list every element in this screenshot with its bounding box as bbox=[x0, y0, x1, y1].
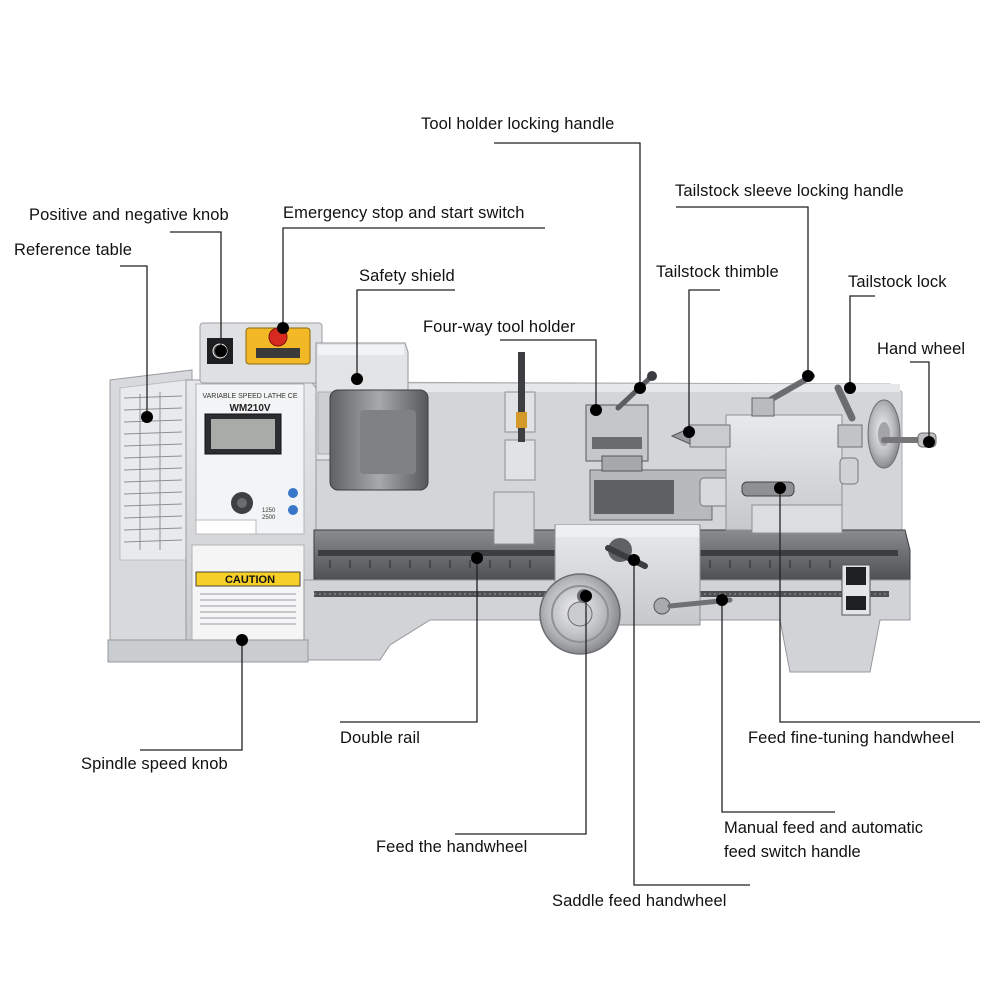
dot-spindle-speed-knob bbox=[236, 634, 248, 646]
leader-spindle-speed-knob bbox=[140, 640, 243, 751]
label-saddle-feed-handwheel: Saddle feed handwheel bbox=[552, 892, 727, 910]
dot-reference-table bbox=[141, 411, 153, 423]
knob-scale-max: 2500 bbox=[262, 515, 276, 521]
marker-dots bbox=[141, 322, 935, 646]
leader-feed-the-handwheel bbox=[455, 596, 587, 835]
lead-screw-bracket bbox=[841, 564, 871, 616]
label-emergency-stop-start-switch: Emergency stop and start switch bbox=[283, 204, 525, 222]
lathe-base bbox=[107, 579, 911, 673]
leader-tool-holder-locking-handle bbox=[494, 142, 641, 388]
leader-reference-table bbox=[120, 265, 148, 417]
tailstock bbox=[670, 414, 863, 534]
leader-saddle-feed-handwheel bbox=[633, 560, 750, 886]
label-manual-feed-switch-handle: Manual feed and automatic feed switch ha… bbox=[724, 816, 923, 864]
chuck bbox=[329, 389, 429, 491]
label-four-way-tool-holder: Four-way tool holder bbox=[423, 318, 576, 336]
leader-emergency-stop bbox=[282, 227, 545, 328]
tool-holder-locking-handle[interactable] bbox=[615, 371, 657, 411]
label-reference-table: Reference table bbox=[14, 241, 132, 259]
dot-safety-shield bbox=[351, 373, 363, 385]
label-safety-shield: Safety shield bbox=[359, 267, 455, 285]
label-tailstock-lock: Tailstock lock bbox=[848, 273, 947, 291]
model-label: WM210V bbox=[229, 403, 270, 414]
label-double-rail: Double rail bbox=[340, 729, 420, 747]
dot-tool-holder-locking-handle bbox=[634, 382, 646, 394]
tailstock-lock-lever[interactable] bbox=[834, 384, 856, 422]
dot-double-rail bbox=[471, 552, 483, 564]
dot-emergency-stop bbox=[277, 322, 289, 334]
caution-text: CAUTION bbox=[225, 574, 275, 586]
label-tailstock-sleeve-locking-handle: Tailstock sleeve locking handle bbox=[675, 182, 904, 200]
label-hand-wheel: Hand wheel bbox=[877, 340, 966, 358]
leader-positive-negative-knob bbox=[170, 231, 222, 351]
dot-tailstock-lock bbox=[844, 382, 856, 394]
leader-four-way-tool-holder bbox=[500, 339, 597, 410]
label-feed-fine-tuning-handwheel: Feed fine-tuning handwheel bbox=[748, 729, 955, 747]
label-tailstock-thimble: Tailstock thimble bbox=[656, 263, 779, 281]
dot-tailstock-sleeve bbox=[802, 370, 814, 382]
label-positive-negative-knob: Positive and negative knob bbox=[29, 206, 229, 224]
reference-table bbox=[109, 369, 193, 651]
leader-hand-wheel bbox=[910, 361, 930, 442]
dot-feed-fine-tuning bbox=[774, 482, 786, 494]
leader-double-rail bbox=[340, 558, 478, 723]
dot-tailstock-thimble bbox=[683, 426, 695, 438]
leader-tailstock-thimble bbox=[688, 289, 720, 432]
label-feed-the-handwheel: Feed the handwheel bbox=[376, 838, 528, 856]
leader-manual-feed bbox=[721, 600, 835, 813]
fine-tuning-handwheel-part[interactable] bbox=[741, 481, 795, 497]
dot-four-way-tool-holder bbox=[590, 404, 602, 416]
leader-lines bbox=[120, 142, 980, 886]
four-way-tool-holder bbox=[585, 404, 649, 472]
knob-scale-high: 1250 bbox=[262, 508, 276, 514]
dot-feed-the-handwheel bbox=[580, 590, 592, 602]
caution-plate: CAUTION bbox=[191, 544, 305, 656]
leader-tailstock-lock bbox=[849, 295, 875, 388]
dot-positive-negative-knob bbox=[215, 345, 227, 357]
steady-rest bbox=[493, 352, 536, 545]
label-manual-feed-line2: feed switch handle bbox=[724, 843, 861, 861]
label-manual-feed-line1: Manual feed and automatic bbox=[724, 819, 924, 837]
emergency-stop-switch[interactable] bbox=[245, 327, 311, 365]
label-spindle-speed-knob: Spindle speed knob bbox=[81, 755, 228, 773]
label-tool-holder-locking-handle: Tool holder locking handle bbox=[421, 115, 615, 133]
leader-feed-fine-tuning bbox=[779, 488, 980, 723]
dot-saddle-feed-handwheel bbox=[628, 554, 640, 566]
leader-safety-shield bbox=[356, 289, 455, 379]
dot-manual-feed bbox=[716, 594, 728, 606]
dot-hand-wheel bbox=[923, 436, 935, 448]
carriage-handwheel[interactable] bbox=[539, 573, 621, 655]
panel-title: VARIABLE SPEED LATHE CE bbox=[202, 393, 297, 400]
leader-tailstock-sleeve bbox=[676, 206, 809, 376]
